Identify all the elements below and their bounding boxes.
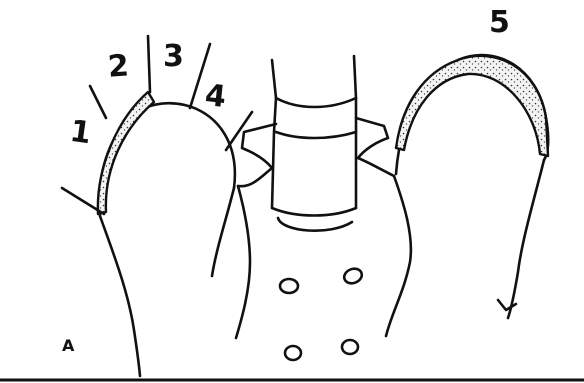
column-band-lower — [272, 208, 356, 216]
column-band-middle — [276, 132, 356, 138]
callout-label-2: 2 — [107, 51, 130, 82]
central-body-left-edge — [236, 186, 250, 338]
column-base — [278, 218, 352, 231]
left-bone-lateral-edge — [100, 216, 140, 376]
right-wing — [356, 118, 388, 158]
right-bone-lateral-edge — [508, 160, 544, 318]
foramen-1 — [280, 279, 298, 293]
zone-divider-3 — [148, 36, 150, 92]
foramen-3 — [285, 346, 301, 360]
left-condyle-outline — [99, 103, 235, 216]
left-cartilage-cap — [98, 92, 154, 214]
column-band-top — [276, 98, 356, 107]
foramen-2 — [342, 266, 364, 285]
central-body-shoulder-left — [238, 168, 272, 186]
central-body-right-edge — [386, 176, 411, 336]
left-wing — [242, 124, 276, 168]
foramen-4 — [342, 340, 358, 354]
right-dome-cartilage — [396, 56, 548, 156]
central-body-shoulder-right — [358, 158, 394, 176]
left-bone-medial-edge — [212, 188, 234, 276]
callout-label-1: 1 — [68, 117, 93, 150]
panel-label: A — [62, 338, 74, 354]
central-column-left-edge — [272, 60, 276, 208]
callout-label-3: 3 — [163, 42, 184, 72]
callout-label-4: 4 — [203, 81, 227, 113]
zone-divider-2 — [90, 86, 106, 118]
callout-label-5: 5 — [489, 8, 510, 38]
